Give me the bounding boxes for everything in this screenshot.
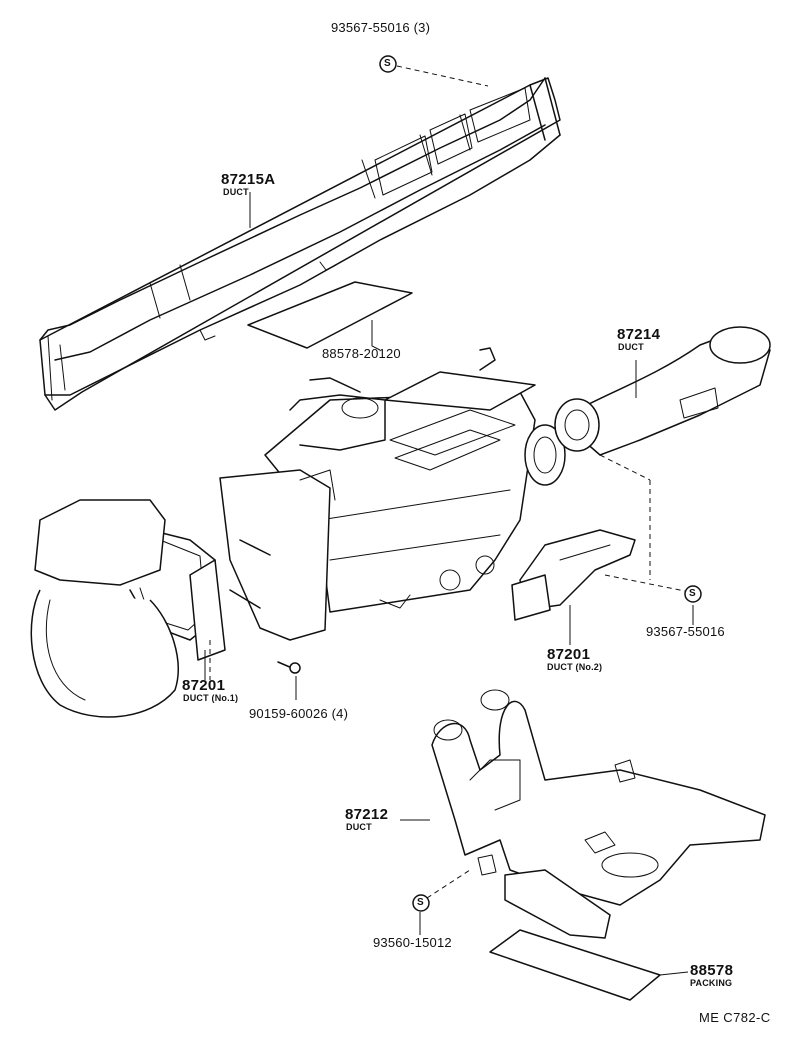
label-duct-87214-sub: DUCT: [618, 342, 644, 352]
pad-88578-20120-drawing: [247, 281, 413, 349]
screw-symbol-bottom: [412, 894, 430, 912]
label-duct-87201-no2-sub: DUCT (No.2): [547, 662, 603, 672]
label-duct-87201-no1: 87201: [182, 677, 226, 694]
label-pad-88578-20120: 88578-20120: [322, 346, 401, 361]
duct-87212-drawing: [431, 689, 766, 939]
dashed-leaders: [209, 65, 691, 899]
label-packing-88578-sub: PACKING: [690, 978, 733, 988]
screw-symbol-right: [684, 585, 702, 603]
screw-letter-bottom: S: [417, 897, 424, 908]
label-duct-87212-sub: DUCT: [346, 822, 372, 832]
blower-case-drawing: [30, 499, 179, 718]
duct-87215a-drawing: [39, 77, 561, 411]
label-duct-87215a-sub: DUCT: [223, 187, 249, 197]
label-screw-bottom: 93560-15012: [373, 935, 452, 950]
label-duct-87201-no1-sub: DUCT (No.1): [183, 693, 239, 703]
leader-lines: [204, 192, 694, 976]
duct-87201-no1-drawing: [129, 469, 336, 661]
heater-unit-drawing: [264, 347, 566, 613]
packing-88578-drawing: [489, 929, 661, 1001]
label-screw-right: 93567-55016: [646, 624, 725, 639]
duct-87201-no2-drawing: [511, 529, 636, 621]
label-duct-87215a: 87215A: [221, 171, 276, 188]
label-packing-88578: 88578: [690, 962, 734, 979]
label-duct-87201-no2: 87201: [547, 646, 591, 663]
bolt-90159-drawing: [277, 661, 301, 674]
screw-symbol-top: [379, 55, 397, 73]
label-duct-87214: 87214: [617, 326, 661, 343]
screw-letter-top: S: [384, 58, 391, 69]
figure-code: ME C782-C: [699, 1010, 771, 1025]
label-duct-87212: 87212: [345, 806, 389, 823]
label-screw-top: 93567-55016 (3): [331, 20, 431, 35]
screw-letter-right: S: [689, 588, 696, 599]
duct-87214-drawing: [554, 326, 771, 456]
label-bolt-90159: 90159-60026 (4): [249, 706, 349, 721]
